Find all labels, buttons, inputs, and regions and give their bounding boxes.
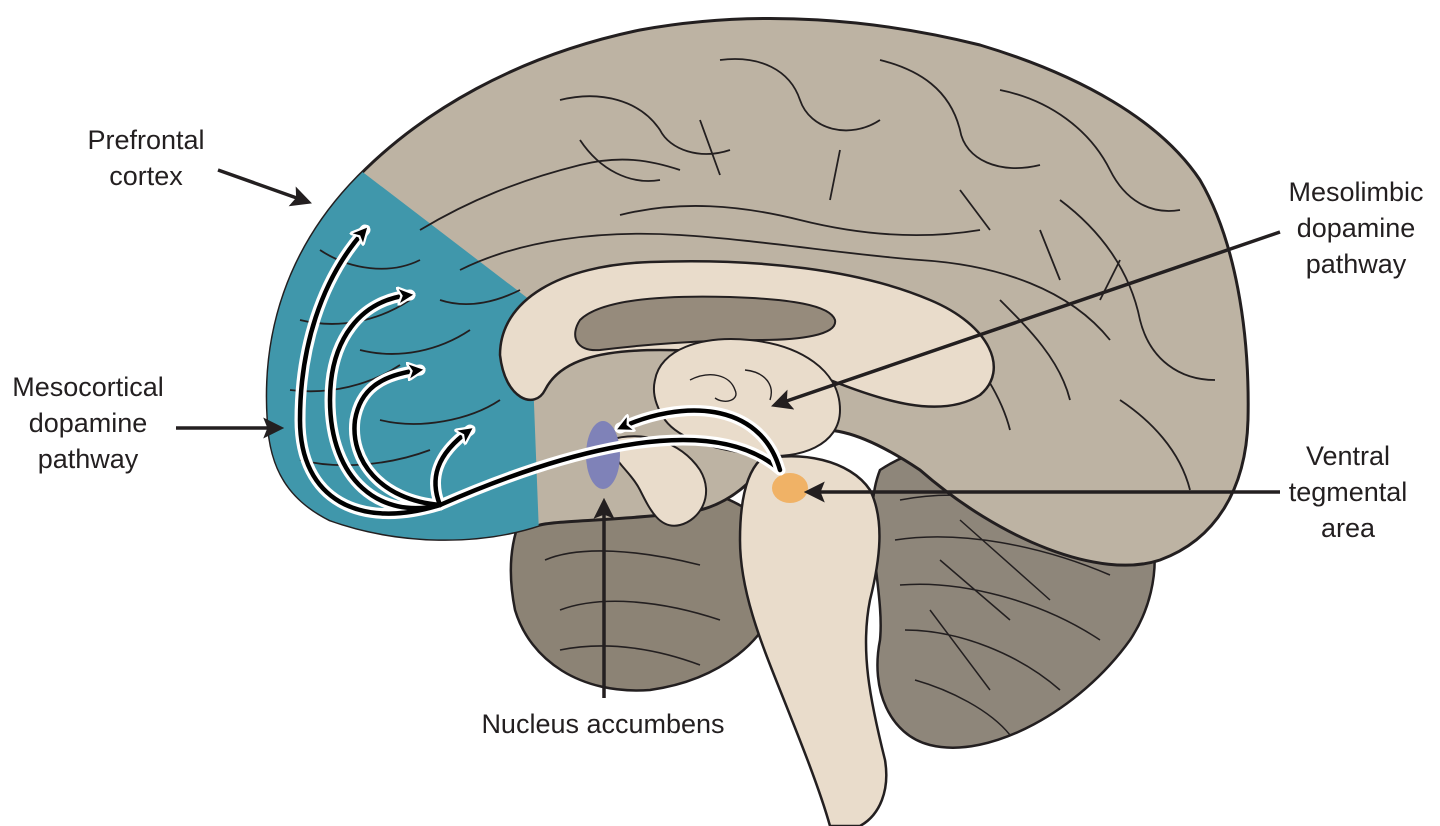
mesolimbic-label-line3: pathway (1305, 249, 1407, 279)
prefrontal-cortex-label: Prefrontal cortex (58, 122, 234, 194)
mesolimbic-label-line2: dopamine (1296, 213, 1416, 243)
prefrontal-cortex-label-line2: cortex (109, 161, 183, 191)
temporal-sulci (544, 550, 721, 666)
mesocortical-label-line3: pathway (37, 444, 139, 474)
lateral-ventricle (574, 295, 837, 352)
prefrontal-pointer (217, 168, 312, 207)
mesocortical-label-line1: Mesocortical (12, 372, 164, 402)
brainstem (738, 455, 888, 826)
mesocortical-pathway-label: Mesocortical dopamine pathway (0, 369, 176, 477)
mesolimbic-pathway-arrow (620, 405, 786, 476)
mesocortical-label-line2: dopamine (28, 408, 148, 438)
vta-label-line3: area (1320, 513, 1376, 543)
vta-label-line1: Ventral (1305, 441, 1391, 471)
mesolimbic-label-line1: Mesolimbic (1288, 177, 1424, 207)
mesolimbic-pointer (771, 230, 1281, 410)
ventral-tegmental-area-region (772, 473, 808, 503)
mesolimbic-pathway-label: Mesolimbic dopamine pathway (1268, 174, 1440, 282)
prefrontal-cortex-label-line1: Prefrontal (87, 125, 205, 155)
nucleus-accumbens-label: Nucleus accumbens (448, 706, 758, 742)
thalamus-lines (689, 369, 772, 402)
vta-label-line2: tegmental (1288, 477, 1408, 507)
thalamus (652, 338, 842, 457)
nucleus-accumbens-label-text: Nucleus accumbens (481, 709, 725, 739)
label-pointers (176, 168, 1281, 698)
mesocortical-pathway-arrows (294, 230, 786, 520)
ventral-tegmental-area-label: Ventral tegmental area (1268, 438, 1428, 546)
